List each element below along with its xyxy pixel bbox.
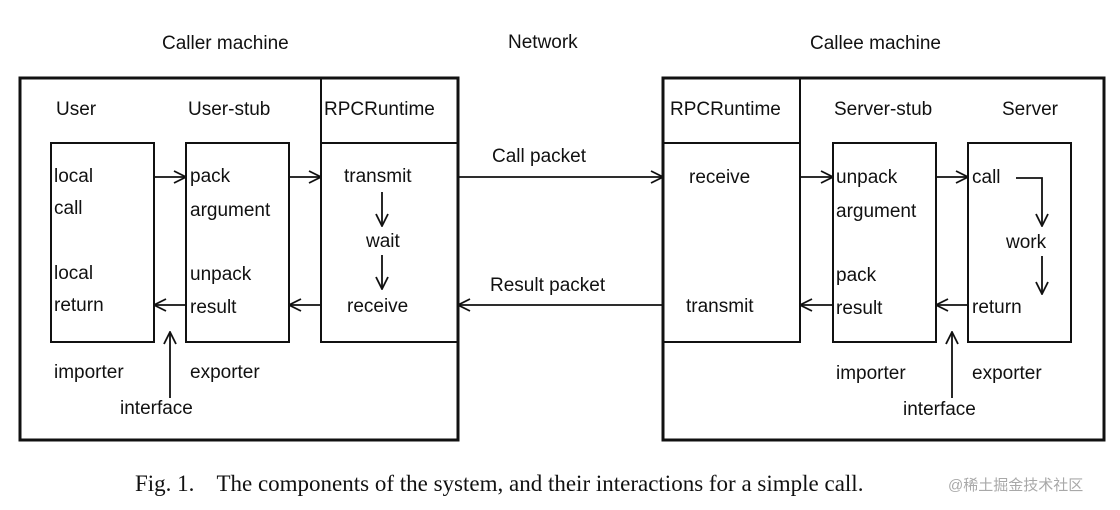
caller-machine-box [18, 76, 460, 442]
user-title: User [56, 99, 97, 120]
user-local-return-label: local [54, 263, 94, 284]
caller-runtime-box [320, 78, 458, 343]
server-box [967, 142, 1072, 343]
callee-runtime-transmit-label: transmit [686, 296, 754, 317]
result-packet-label: Result packet [490, 275, 606, 296]
server-title: Server [1002, 99, 1058, 120]
callee-runtime-box [663, 78, 801, 343]
figure-caption: Fig. 1. The components of the system, and… [135, 470, 863, 498]
caller-runtime-wait-label: wait [366, 231, 400, 252]
callee-runtime-title: RPCRuntime [670, 99, 781, 120]
callee-machine-box [661, 76, 1106, 442]
network-title: Network [508, 32, 578, 53]
user-stub-title: User-stub [188, 99, 271, 120]
user-stub-unpack-label: unpack [190, 264, 252, 285]
user-stub-result-label: result [190, 297, 237, 318]
server-stub-importer-label: importer [836, 363, 906, 384]
server-stub-box [832, 142, 937, 343]
user-stub-argument-label: argument [190, 200, 271, 221]
call-packet-label: Call packet [492, 146, 586, 167]
server-stub-pack-label: pack [836, 265, 877, 286]
server-call-label: call [972, 167, 1001, 188]
user-local-call-label: local [54, 166, 94, 187]
server-work-label: work [1006, 232, 1047, 253]
callee-runtime-receive-label: receive [689, 167, 751, 188]
server-stub-argument-label: argument [836, 201, 917, 222]
server-stub-title: Server-stub [834, 99, 933, 120]
watermark: @稀土掘金技术社区 [948, 477, 1084, 494]
callee-machine-title: Callee machine [810, 33, 941, 54]
server-stub-result-label: result [836, 298, 883, 319]
user-call-label: call [54, 198, 83, 219]
user-stub-box [185, 142, 290, 343]
user-stub-exporter-label: exporter [190, 362, 260, 383]
server-stub-unpack-label: unpack [836, 167, 898, 188]
caller-interface-label: interface [120, 398, 193, 419]
user-stub-pack-label: pack [190, 166, 231, 187]
server-exporter-label: exporter [972, 363, 1042, 384]
caller-machine-title: Caller machine [162, 33, 289, 54]
figure-caption-text: The components of the system, and their … [216, 471, 864, 496]
caller-runtime-title: RPCRuntime [324, 99, 435, 120]
user-box [50, 142, 155, 343]
server-return-label: return [972, 297, 1022, 318]
caller-runtime-transmit-label: transmit [344, 166, 412, 187]
user-importer-label: importer [54, 362, 124, 383]
callee-interface-label: interface [903, 399, 976, 420]
figure-number: Fig. 1. [135, 471, 195, 496]
caller-runtime-receive-label: receive [347, 296, 409, 317]
arrow-call-to-work [1016, 177, 1042, 226]
user-return-label: return [54, 295, 104, 316]
